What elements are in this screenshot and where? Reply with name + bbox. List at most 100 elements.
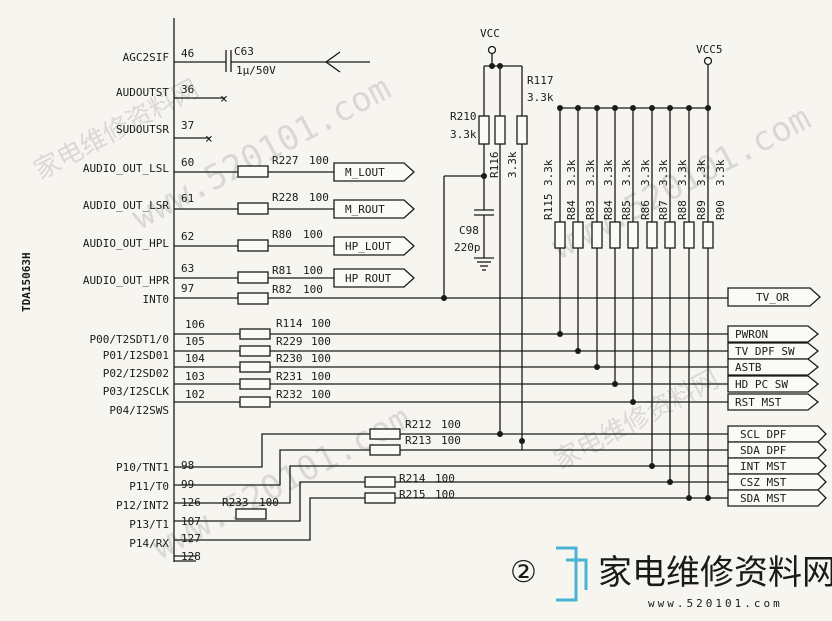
pullup-ref: R88 (676, 200, 689, 220)
pullup-ref: R83 (584, 200, 597, 220)
port-label: RST MST (735, 396, 782, 409)
pullup-value: 3.3k (657, 159, 670, 186)
pullup-ref: R115 (542, 194, 555, 221)
p1-lines: R212 100 R213 100 R214 100 R215 100 R233… (174, 248, 827, 562)
pullup-value: 3.3k (584, 159, 597, 186)
resistor-ref: R214 (399, 472, 426, 485)
pin-name: P10/TNT1 (116, 461, 169, 474)
resistor-value: 100 (441, 418, 461, 431)
pin-name: P02/I2SD02 (103, 367, 169, 380)
watermark-brand: 家电维修资料网 (549, 364, 724, 476)
pin-number: 104 (185, 352, 205, 365)
c63-ref: C63 (234, 45, 254, 58)
audio-port-label: M_LOUT (345, 166, 385, 179)
brand-url: www.520101.com (648, 597, 783, 610)
resistor-ref: R215 (399, 488, 426, 501)
c63-value: 1μ/50V (236, 64, 276, 77)
resistor-value: 100 (311, 352, 331, 365)
pin-number: 106 (185, 318, 205, 331)
resistor-ref: R213 (405, 434, 432, 447)
pullup-ref: R86 (639, 200, 652, 220)
brand-logo: 家电维修资料网 www.520101.com (556, 546, 832, 610)
pin-name: AUDIO_OUT_HPL (83, 237, 169, 250)
pullup-value: 3.3k (620, 159, 633, 186)
pin-name: P03/I2SCLK (103, 385, 170, 398)
pullup-value: 3.3k (565, 159, 578, 186)
pin-name: P13/T1 (129, 518, 169, 531)
pin-number: 97 (181, 282, 194, 295)
port-label: INT MST (740, 460, 787, 473)
pullup-value: 3.3k (695, 159, 708, 186)
r116-ref: R116 (488, 152, 501, 179)
resistor-ref: R227 (272, 154, 299, 167)
p0-lines: R114 100 R229 100 R230 100 R231 100 R232… (174, 248, 820, 411)
port-label: SDA DPF (740, 444, 786, 457)
resistor-ref: R81 (272, 264, 292, 277)
pullup-ref: R84 (602, 200, 615, 220)
pin-number: 36 (181, 83, 194, 96)
vcc5-label: VCC5 (696, 43, 723, 56)
pin-name: P04/I2SWS (109, 404, 169, 417)
pin-name: AUDIO_OUT_HPR (83, 274, 169, 287)
pin-number: 102 (185, 388, 205, 401)
pullup-value: 3.3k (639, 159, 652, 186)
pullup-ref: R90 (714, 200, 727, 220)
pullup-value: 3.3k (714, 159, 727, 186)
pullup-ref: R85 (620, 200, 633, 220)
port-label: TV_OR (756, 291, 789, 304)
resistor-value: 100 (309, 154, 329, 167)
resistor-ref: R114 (276, 317, 303, 330)
port-label: SDA MST (740, 492, 787, 505)
resistor-value: 100 (311, 370, 331, 383)
no-connect-mark: × (220, 92, 228, 107)
pin-name: AGC2SIF (123, 51, 169, 64)
pin-name: AUDOUTST (116, 86, 169, 99)
resistor-ref: R233 (222, 496, 249, 509)
resistor-value: 100 (303, 264, 323, 277)
port-label: HD PC SW (735, 378, 788, 391)
pin-number: 105 (185, 335, 205, 348)
resistor-value: 100 (435, 488, 455, 501)
vcc5-network: VCC5 (542, 43, 727, 249)
pin-names: AGC2SIF AUDOUTST SUDOUTSR AUDIO_OUT_LSL … (83, 51, 169, 550)
pin-number: 62 (181, 230, 194, 243)
vcc-network: VCC R210 3.3k R117 3.3k R116 3.3k C98 22… (441, 27, 554, 441)
resistor-ref: R228 (272, 191, 299, 204)
resistor-value: 100 (441, 434, 461, 447)
pin-number: 127 (181, 532, 201, 545)
resistor-value: 100 (311, 335, 331, 348)
top-pins: C63 1μ/50V × × (174, 45, 370, 147)
resistor-value: 100 (435, 472, 455, 485)
pullup-value: 3.3k (602, 159, 615, 186)
resistor-value: 100 (303, 228, 323, 241)
figure-number: ② (510, 555, 537, 590)
pin-numbers: 46 36 37 60 61 62 63 97 106 105 104 103 … (181, 47, 205, 563)
audio-port-label: HP_LOUT (345, 240, 392, 253)
pullup-ref: R87 (657, 200, 670, 220)
pin-name: P14/RX (129, 537, 169, 550)
pin-name: AUDIO_OUT_LSR (83, 199, 169, 212)
resistor-value: 100 (309, 191, 329, 204)
resistor-ref: R229 (276, 335, 303, 348)
pin-name: P00/T2SDT1/0 (90, 333, 169, 346)
audio-outputs: R227 100 M_LOUT R228 100 M_ROUT R80 100 … (174, 154, 415, 288)
r210-value: 3.3k (450, 128, 477, 141)
pin-name: AUDIO_OUT_LSL (83, 162, 169, 175)
resistor-ref: R232 (276, 388, 303, 401)
pullup-labels: R115 3.3k R84 3.3k R83 3.3k R84 3.3k R85… (542, 159, 727, 220)
pin-number: 61 (181, 192, 194, 205)
pin-name: P11/T0 (129, 480, 169, 493)
pin-number: 103 (185, 370, 205, 383)
pin-number: 37 (181, 119, 194, 132)
int0-line: R82 100 TV_OR (174, 283, 821, 307)
pin-number: 60 (181, 156, 194, 169)
no-connect-mark: × (205, 132, 213, 147)
resistor-value: 100 (259, 496, 279, 509)
port-label: SCL DPF (740, 428, 786, 441)
pin-name: SUDOUTSR (116, 123, 169, 136)
pullup-value: 3.3k (542, 159, 555, 186)
pin-name: P01/I2SD01 (103, 349, 169, 362)
r117-ref: R117 (527, 74, 554, 87)
c98-ref: C98 (459, 224, 479, 237)
